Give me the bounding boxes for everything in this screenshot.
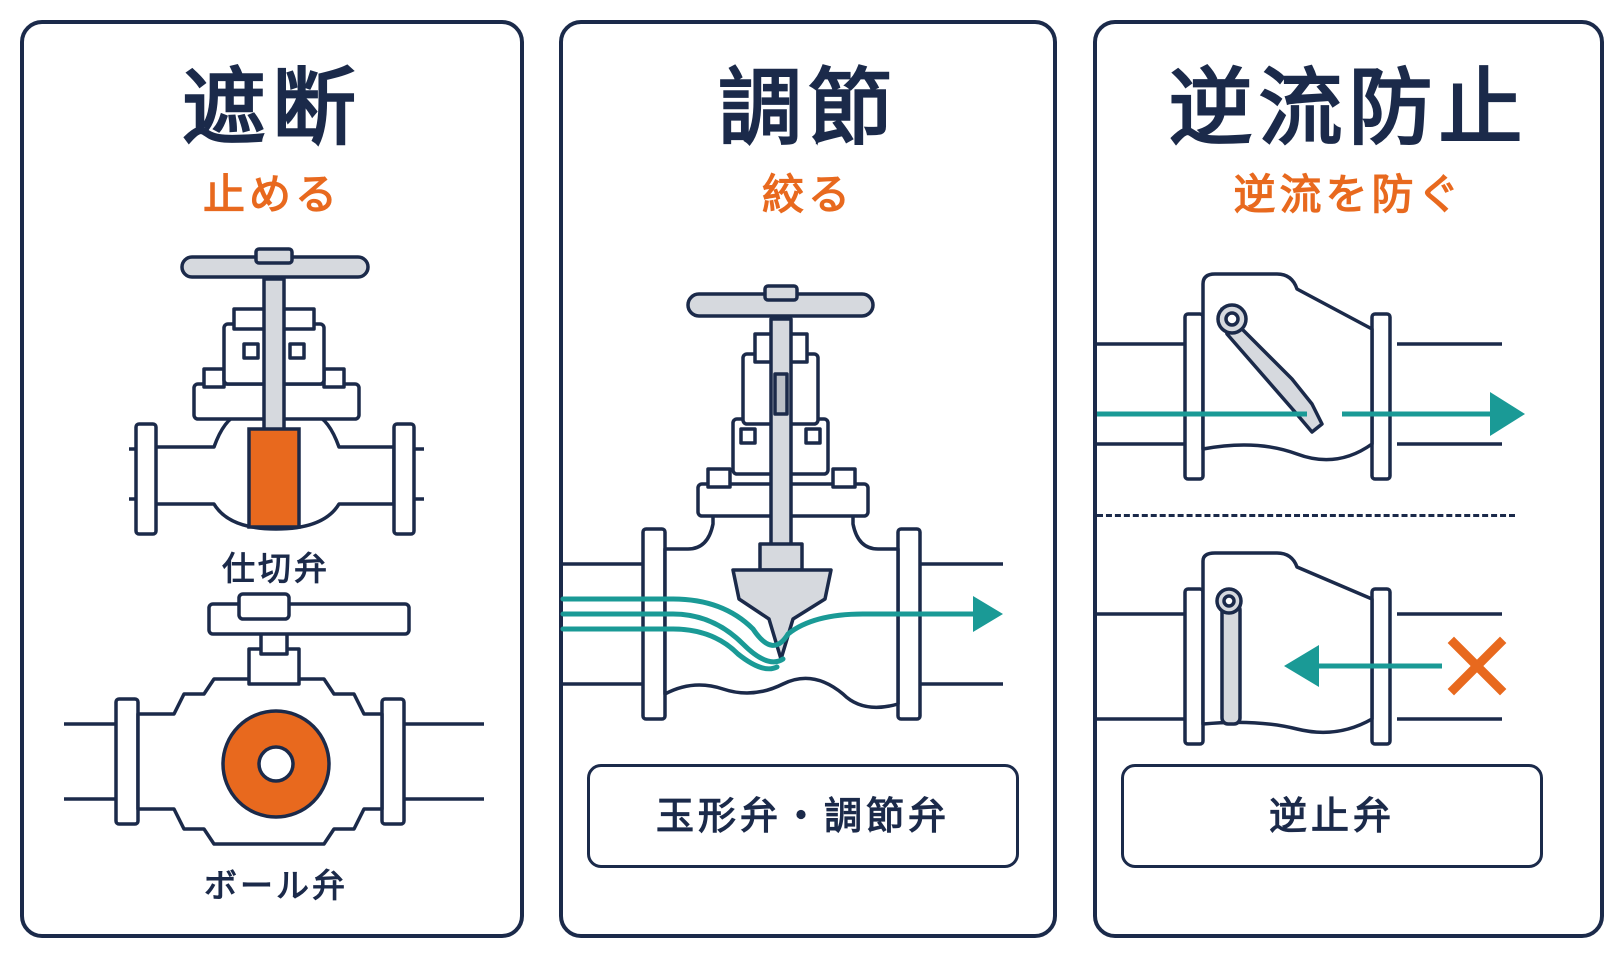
check-valve-open-icon xyxy=(1097,272,1525,481)
panel-regulate: 調節 絞る xyxy=(559,20,1057,938)
panel-subtitle: 逆流を防ぐ xyxy=(1233,170,1464,219)
globe-valve-icon xyxy=(560,284,1003,721)
ball-valve-icon xyxy=(64,592,484,846)
panel-backflow-prevention: 逆流防止 逆流を防ぐ xyxy=(1093,20,1604,938)
caption-gate-valve: 仕切弁 xyxy=(222,549,330,588)
valve-type-label: 逆止弁 xyxy=(1121,764,1543,868)
panel-title: 逆流防止 xyxy=(1168,59,1529,157)
arrow-right-icon xyxy=(1490,392,1525,436)
panel-subtitle: 止める xyxy=(202,170,341,219)
arrow-left-icon xyxy=(1284,645,1319,687)
panel-shutoff: 遮断 止める 仕切弁 xyxy=(20,20,524,938)
gate-valve-icon xyxy=(129,247,424,536)
panel-subtitle: 絞る xyxy=(761,170,854,219)
panel-title: 調節 xyxy=(717,59,898,157)
check-valve-closed-icon xyxy=(1097,551,1507,746)
divider xyxy=(1097,514,1515,517)
caption-ball-valve: ボール弁 xyxy=(204,866,348,905)
panel-title: 遮断 xyxy=(181,59,362,157)
cross-icon xyxy=(1447,636,1507,696)
valve-type-label: 玉形弁・調節弁 xyxy=(587,764,1019,868)
arrow-right-icon xyxy=(973,596,1003,632)
